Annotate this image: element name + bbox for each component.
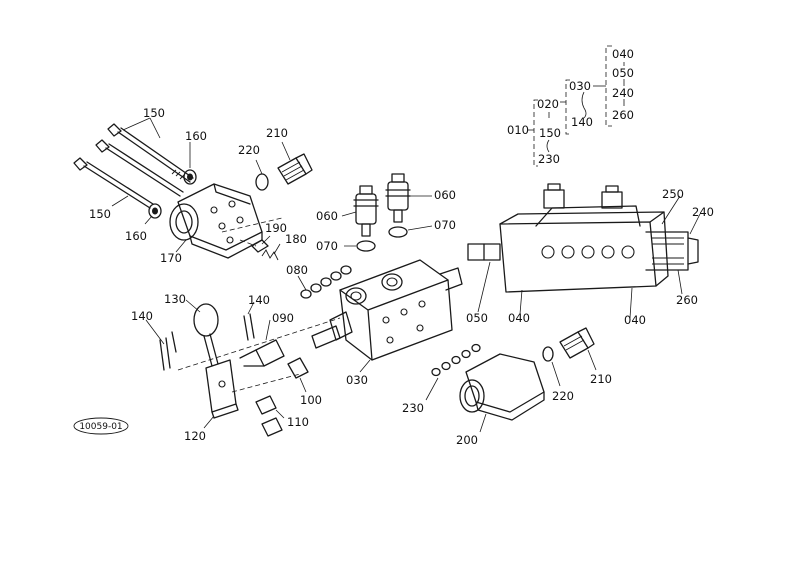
callout-110: 110 — [287, 415, 309, 429]
diagram-code-badge: 10059-01 — [73, 417, 129, 435]
control-valve-030: 030 — [311, 259, 463, 387]
callout-140-mid: 140 — [248, 293, 270, 307]
callout-150: 150 — [539, 126, 561, 140]
callout-150-left: 150 — [89, 207, 111, 221]
callout-080: 080 — [286, 263, 308, 277]
washers-160: 160 160 — [125, 129, 207, 243]
callout-240-right: 240 — [692, 205, 714, 219]
cover-170: 170 — [160, 183, 263, 265]
spring-pin-180-190: 190 180 — [221, 217, 307, 261]
fitting-210-220-top: 220 210 — [238, 126, 313, 191]
callout-120: 120 — [184, 429, 206, 443]
valve-assembly-010: 050 040 040 250 240 260 — [466, 183, 714, 327]
callout-200: 200 — [456, 433, 478, 447]
callout-260-right: 260 — [676, 293, 698, 307]
relief-valves-060-070: 060 070 060 070 — [316, 173, 456, 253]
callout-090: 090 — [272, 311, 294, 325]
callout-130: 130 — [164, 292, 186, 306]
callout-210-top: 210 — [266, 126, 288, 140]
callout-170: 170 — [160, 251, 182, 265]
cover-200-fitting-bottom: 200 230 220 210 — [402, 327, 612, 447]
callout-020: 020 — [537, 97, 559, 111]
o-rings-080: 080 — [286, 263, 352, 299]
callout-050-bottom: 050 — [466, 311, 488, 325]
diagram-code: 10059-01 — [79, 422, 122, 432]
callout-160-top: 160 — [185, 129, 207, 143]
callout-220-top: 220 — [238, 143, 260, 157]
callout-040-mid: 040 — [508, 311, 530, 325]
callout-250: 250 — [662, 187, 684, 201]
callout-050: 050 — [612, 66, 634, 80]
lever-130-bracket-120: 130 120 140 — [131, 292, 239, 443]
callout-260: 260 — [612, 108, 634, 122]
callout-040: 040 — [612, 47, 634, 61]
linkage-090-100-110: 140 090 100 110 — [177, 293, 341, 437]
bolts-150: 150 150 — [73, 106, 194, 221]
callout-070-left: 070 — [316, 239, 338, 253]
callout-010: 010 — [507, 123, 529, 137]
assembly-key: 040 050 240 260 030 140 020 150 230 010 — [507, 45, 634, 167]
callout-190: 190 — [265, 221, 287, 235]
callout-160-left: 160 — [125, 229, 147, 243]
callout-030-bottom: 030 — [346, 373, 368, 387]
callout-030: 030 — [569, 79, 591, 93]
callout-070-right: 070 — [434, 218, 456, 232]
callout-180: 180 — [285, 232, 307, 246]
callout-230-bottom: 230 — [402, 401, 424, 415]
callout-140: 140 — [571, 115, 593, 129]
callout-060-right: 060 — [434, 188, 456, 202]
callout-150-top: 150 — [143, 106, 165, 120]
callout-140-left: 140 — [131, 309, 153, 323]
callout-210-bottom: 210 — [590, 372, 612, 386]
callout-040-right: 040 — [624, 313, 646, 327]
callout-240: 240 — [612, 86, 634, 100]
callout-230: 230 — [538, 152, 560, 166]
callout-100: 100 — [300, 393, 322, 407]
callout-060-left: 060 — [316, 209, 338, 223]
callout-220-bottom: 220 — [552, 389, 574, 403]
